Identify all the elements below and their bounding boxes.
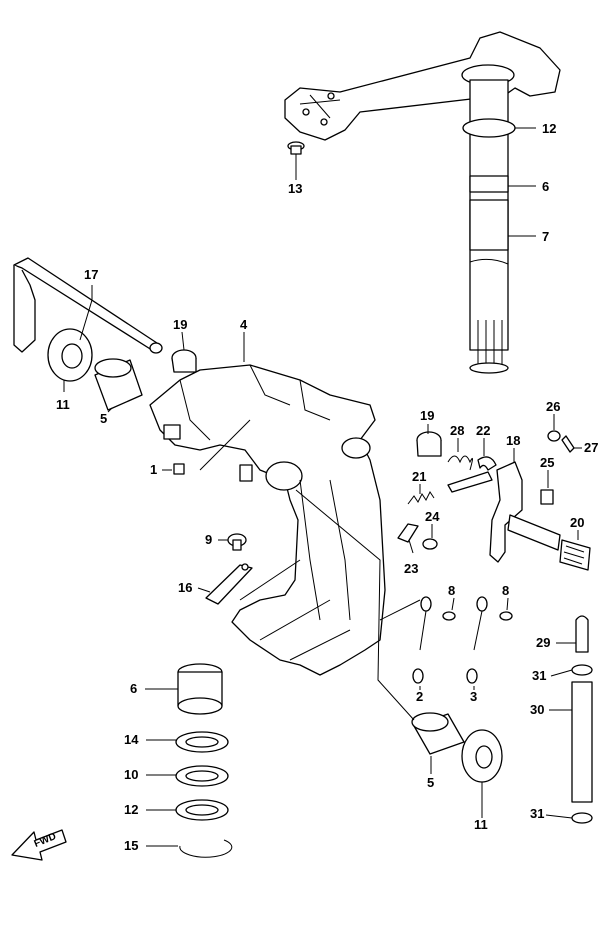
callout-30: 30 [530,702,545,717]
callout-2: 2 [416,689,424,704]
callout-23: 23 [404,561,419,576]
callout-17: 17 [84,267,99,282]
bushing-19-right [416,431,442,457]
callout-1: 1 [150,462,158,477]
callout-21: 21 [412,469,427,484]
steering-arm [284,31,561,141]
screw-8-right [499,611,513,621]
callout-19-left: 19 [173,317,188,332]
cable-2 [412,596,432,684]
callout-15: 15 [124,838,139,853]
callout-18: 18 [506,433,521,448]
swivel-bracket-4 [149,364,386,676]
screw-8-left [442,611,456,621]
callout-12-top: 12 [542,121,557,136]
washer-10 [175,765,229,787]
callout-3: 3 [470,689,478,704]
screw-24 [422,538,438,550]
spring-21 [407,491,435,505]
bushing-6-lower [177,663,223,715]
lever-18 [489,461,561,563]
callout-19-right: 19 [420,408,435,423]
clamp-31-bottom [571,812,593,824]
callout-11-right: 11 [474,817,488,832]
washer-11-right [461,729,503,783]
link-16 [205,563,253,605]
callout-4: 4 [240,317,248,332]
callout-11-left: 11 [56,397,70,412]
pad-20 [559,539,591,571]
cable-3 [466,596,488,684]
bushing-5-left [94,358,143,411]
callout-13: 13 [288,181,303,196]
lever-22b [447,471,493,493]
clamp-31-top [571,664,593,676]
callout-5-right: 5 [427,775,435,790]
bushing-7 [469,199,509,251]
washer-11-left [47,328,93,382]
callout-6-top: 6 [542,179,550,194]
callout-14: 14 [124,732,139,747]
callout-26: 26 [546,399,561,414]
callout-28: 28 [450,423,465,438]
washer-14 [175,731,229,753]
tube-30 [571,681,593,803]
callout-25: 25 [540,455,555,470]
collar-25 [540,489,554,505]
bushing-5-right [411,712,465,755]
callout-8-right: 8 [502,583,510,598]
spring-28 [447,455,473,471]
pin-27 [561,435,575,453]
callout-6-bottom: 6 [130,681,138,696]
washer-26 [547,430,561,442]
callout-20: 20 [570,515,585,530]
callout-8-left: 8 [448,583,456,598]
callout-27: 27 [584,440,599,455]
steering-shaft [462,79,516,374]
callout-5-left: 5 [100,411,108,426]
bushing-6 [469,175,509,193]
bushing-19-left [171,349,197,373]
clip-22 [477,456,497,471]
callout-9: 9 [205,532,213,547]
fwd-arrow-icon [11,829,67,861]
callout-12-bottom: 12 [124,802,139,817]
bolt-13 [287,141,305,155]
callout-22: 22 [476,423,491,438]
callout-16: 16 [178,580,193,595]
screw-1 [173,463,185,475]
tilt-tube-17 [13,257,163,354]
plate-23 [397,523,419,543]
callout-31-bottom: 31 [530,806,545,821]
leader-lines [63,127,582,847]
callout-24: 24 [425,509,440,524]
screw-9 [227,533,247,551]
callout-31-top: 31 [532,668,547,683]
plug-29 [575,615,589,653]
washer-12 [175,799,229,821]
callout-29: 29 [536,635,551,650]
callout-10: 10 [124,767,139,782]
circlip-15 [179,839,233,858]
callout-7: 7 [542,229,550,244]
seal-ring-12 [462,118,516,138]
